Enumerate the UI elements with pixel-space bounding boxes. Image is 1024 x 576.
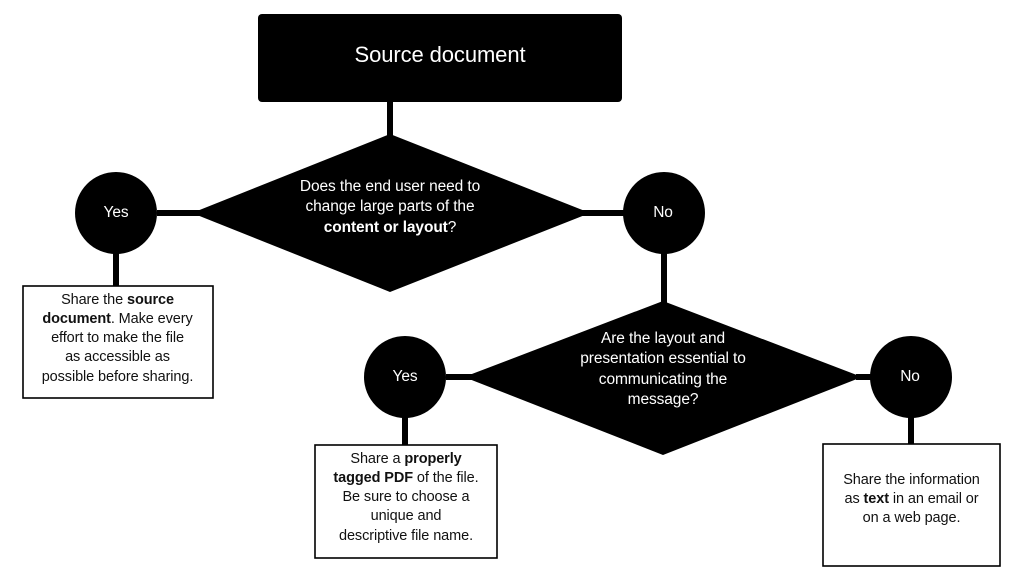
outcome-box-3[interactable] <box>822 443 1001 567</box>
node-source-document[interactable] <box>258 14 622 102</box>
branch-label-no-2: No <box>900 368 920 385</box>
outcome-box-2[interactable] <box>314 444 498 559</box>
node-decision-2[interactable] <box>464 301 862 455</box>
node-decision-1[interactable] <box>192 134 590 292</box>
branch-label-no-1: No <box>653 204 673 221</box>
branch-circle-no-2[interactable] <box>870 336 952 418</box>
branch-circle-yes-1[interactable] <box>75 172 157 254</box>
branch-label-yes-2: Yes <box>392 368 418 385</box>
branch-circle-no-1[interactable] <box>623 172 705 254</box>
branch-circle-yes-2[interactable] <box>364 336 446 418</box>
source-document-label: Source document <box>354 42 526 67</box>
branch-label-yes-1: Yes <box>103 204 129 221</box>
outcome-box-1[interactable] <box>22 285 214 399</box>
